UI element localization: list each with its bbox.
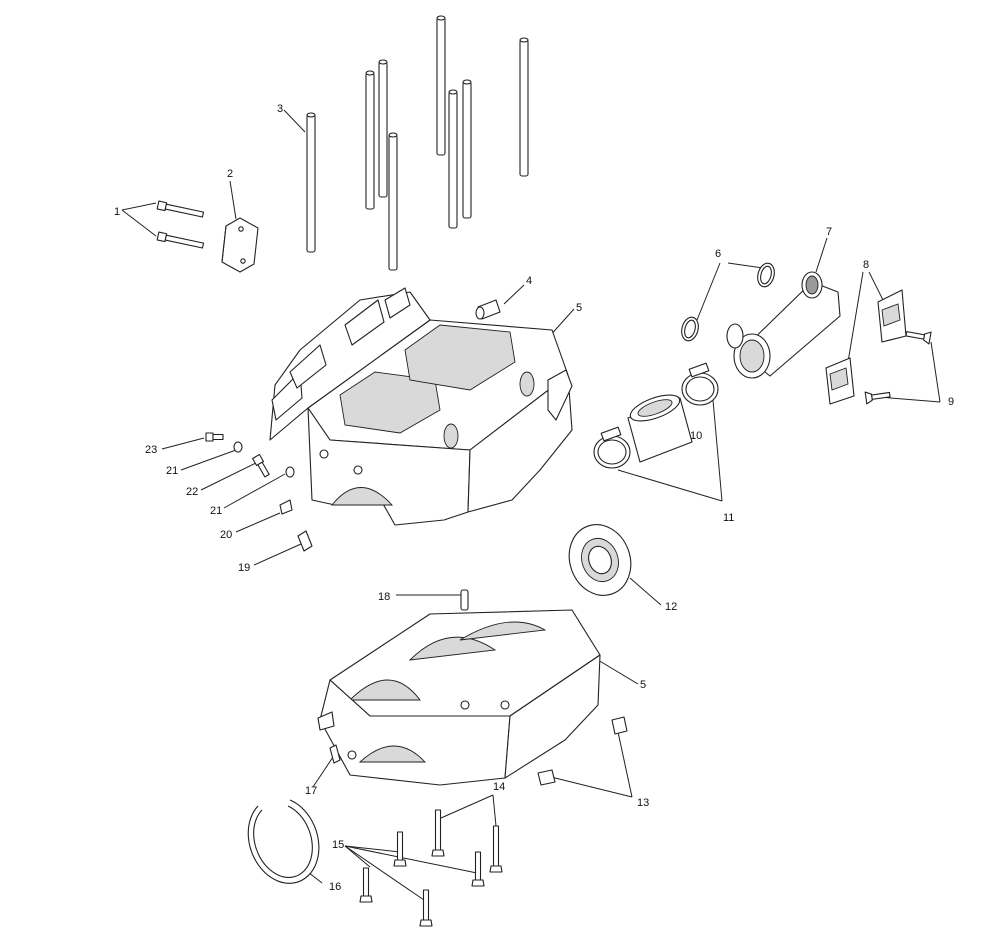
brackets-item-8 <box>825 289 907 405</box>
plugs-item-13 <box>537 716 628 786</box>
screws-item-9 <box>864 331 932 405</box>
snap-ring-item-16 <box>247 799 320 884</box>
callout-12: 12 <box>665 601 677 613</box>
bushing-item-20 <box>279 499 293 515</box>
washer-item-21-lower <box>285 466 295 478</box>
cover-plate-item-2 <box>221 217 259 273</box>
washer-item-21-upper <box>233 441 243 453</box>
callout-22: 22 <box>186 486 198 498</box>
callout-10: 10 <box>690 430 702 442</box>
callout-21-upper: 21 <box>166 465 178 477</box>
bolt-item-23 <box>205 432 224 442</box>
upper-crankcase-item-5 <box>269 287 573 526</box>
dowel-pin-item-4 <box>475 299 501 320</box>
callout-13: 13 <box>637 797 649 809</box>
elbow-pipe-item-7 <box>726 271 841 379</box>
callout-1: 1 <box>114 206 120 218</box>
hose-clamps-item-11 <box>593 362 719 469</box>
lower-crankcase-item-5 <box>317 589 601 786</box>
callout-6: 6 <box>715 248 721 260</box>
callout-labels: 1 2 3 4 5 5 6 7 8 9 10 11 12 13 14 15 16… <box>114 103 954 893</box>
callout-4: 4 <box>526 275 532 287</box>
callout-5-lower: 5 <box>640 679 646 691</box>
small-parts-items-19-23 <box>205 432 313 552</box>
callout-16: 16 <box>329 881 341 893</box>
callout-17: 17 <box>305 785 317 797</box>
callout-14: 14 <box>493 781 505 793</box>
callout-21-lower: 21 <box>210 505 222 517</box>
callout-5-upper: 5 <box>576 302 582 314</box>
callout-20: 20 <box>220 529 232 541</box>
callout-2: 2 <box>227 168 233 180</box>
callout-9: 9 <box>948 396 954 408</box>
fitting-item-22 <box>251 453 270 478</box>
callout-11: 11 <box>723 512 734 524</box>
callout-8: 8 <box>863 259 869 271</box>
callout-18: 18 <box>378 591 390 603</box>
callout-7: 7 <box>826 226 832 238</box>
pin-item-19 <box>297 530 313 552</box>
callout-23: 23 <box>145 444 157 456</box>
pin-item-17 <box>329 744 341 764</box>
hose-item-10 <box>627 394 693 463</box>
callout-15: 15 <box>332 839 344 851</box>
callout-3: 3 <box>277 103 283 115</box>
callout-19: 19 <box>238 562 250 574</box>
seal-item-12 <box>568 524 632 596</box>
bolts-item-1 <box>156 200 205 249</box>
studs-item-3 <box>306 15 529 271</box>
bolts-item-14-15 <box>359 809 503 927</box>
o-rings-item-6 <box>681 262 775 342</box>
